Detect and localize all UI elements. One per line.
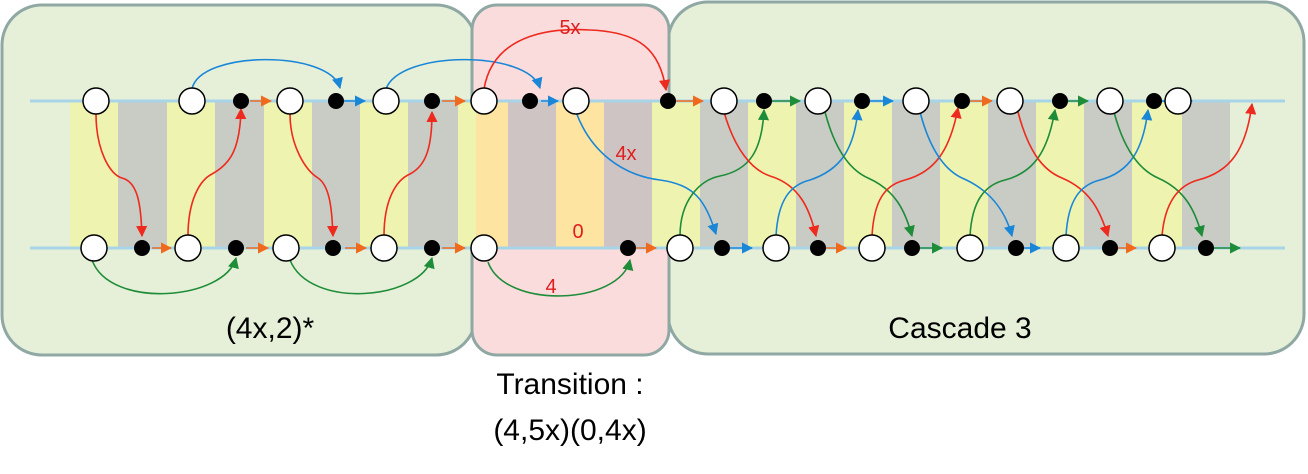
filled-node <box>904 240 920 256</box>
open-node <box>1148 234 1176 262</box>
open-node <box>470 87 498 115</box>
open-node <box>272 234 300 262</box>
arrow <box>919 111 1015 238</box>
filled-node <box>1052 93 1068 109</box>
filled-node <box>424 240 440 256</box>
stripe <box>118 101 167 248</box>
stripe <box>940 101 988 248</box>
open-node <box>82 87 110 115</box>
filled-node <box>328 93 344 109</box>
stripe <box>652 101 700 248</box>
arrow <box>289 256 435 295</box>
open-node <box>276 87 304 115</box>
open-node <box>1052 234 1080 262</box>
stripe <box>1182 101 1230 248</box>
arrow <box>1017 111 1111 238</box>
stripe <box>508 101 556 248</box>
open-node <box>178 87 206 115</box>
arrow <box>95 113 148 238</box>
open-node <box>858 234 886 262</box>
annotation-4: 4 <box>545 276 556 298</box>
open-node <box>1164 87 1192 115</box>
open-node <box>372 87 400 115</box>
filled-node <box>756 93 772 109</box>
filled-node <box>620 240 636 256</box>
arrow <box>1113 111 1205 238</box>
stripe <box>892 101 940 248</box>
stripe <box>1132 101 1182 248</box>
filled-node <box>1146 93 1162 109</box>
annotation-4x: 4x <box>615 143 636 165</box>
arrow <box>187 107 247 237</box>
stripe <box>70 101 118 248</box>
filled-node <box>954 93 970 109</box>
stripe <box>988 101 1036 248</box>
filled-node <box>1198 240 1214 256</box>
filled-node <box>1102 240 1118 256</box>
filled-node <box>233 93 249 109</box>
filled-node <box>134 240 150 256</box>
stripe <box>604 101 652 248</box>
open-node <box>710 87 738 115</box>
stripe <box>556 101 604 248</box>
stripe <box>458 101 476 248</box>
stripe <box>748 101 796 248</box>
open-node <box>562 87 590 115</box>
filled-node <box>424 93 440 109</box>
filled-node <box>660 93 676 109</box>
filled-node <box>228 240 244 256</box>
open-node <box>956 234 984 262</box>
filled-node <box>325 240 341 256</box>
arrow <box>1065 108 1153 237</box>
stripe <box>1036 101 1084 248</box>
stripe <box>796 101 844 248</box>
open-node <box>804 87 832 115</box>
filled-node <box>714 240 730 256</box>
open-node <box>902 87 930 115</box>
filled-node <box>522 93 538 109</box>
open-node <box>762 234 790 262</box>
open-node <box>370 234 398 262</box>
stripe <box>312 101 360 248</box>
arrow <box>1161 102 1257 237</box>
stripe <box>476 101 508 248</box>
filled-node <box>854 93 870 109</box>
arrow <box>385 58 543 90</box>
arrow <box>775 108 863 237</box>
node-layer <box>80 87 1214 262</box>
arrow <box>487 258 634 297</box>
open-node <box>1096 87 1124 115</box>
stripe <box>844 101 892 248</box>
arrow-layer <box>91 28 1257 297</box>
arrow <box>91 256 239 295</box>
open-node <box>666 234 694 262</box>
arrow <box>483 28 671 92</box>
open-node <box>996 87 1024 115</box>
stripe <box>408 101 458 248</box>
arrow <box>969 108 1059 237</box>
stripe <box>1084 101 1132 248</box>
arrow <box>383 110 438 237</box>
open-node <box>470 234 498 262</box>
stripe <box>264 101 312 248</box>
open-node <box>80 234 108 262</box>
arrow <box>575 111 719 236</box>
arrow <box>191 58 343 90</box>
annotation-5x: 5x <box>559 17 580 39</box>
stripe <box>167 101 215 248</box>
annotation-0: 0 <box>572 221 583 243</box>
arrow <box>289 113 339 238</box>
arrow <box>871 106 962 237</box>
arrow <box>824 111 915 238</box>
filled-node <box>810 240 826 256</box>
stripe-layer <box>70 101 1230 248</box>
arrow <box>679 108 770 237</box>
open-node <box>174 234 202 262</box>
arrow <box>723 111 820 238</box>
filled-node <box>1008 240 1024 256</box>
